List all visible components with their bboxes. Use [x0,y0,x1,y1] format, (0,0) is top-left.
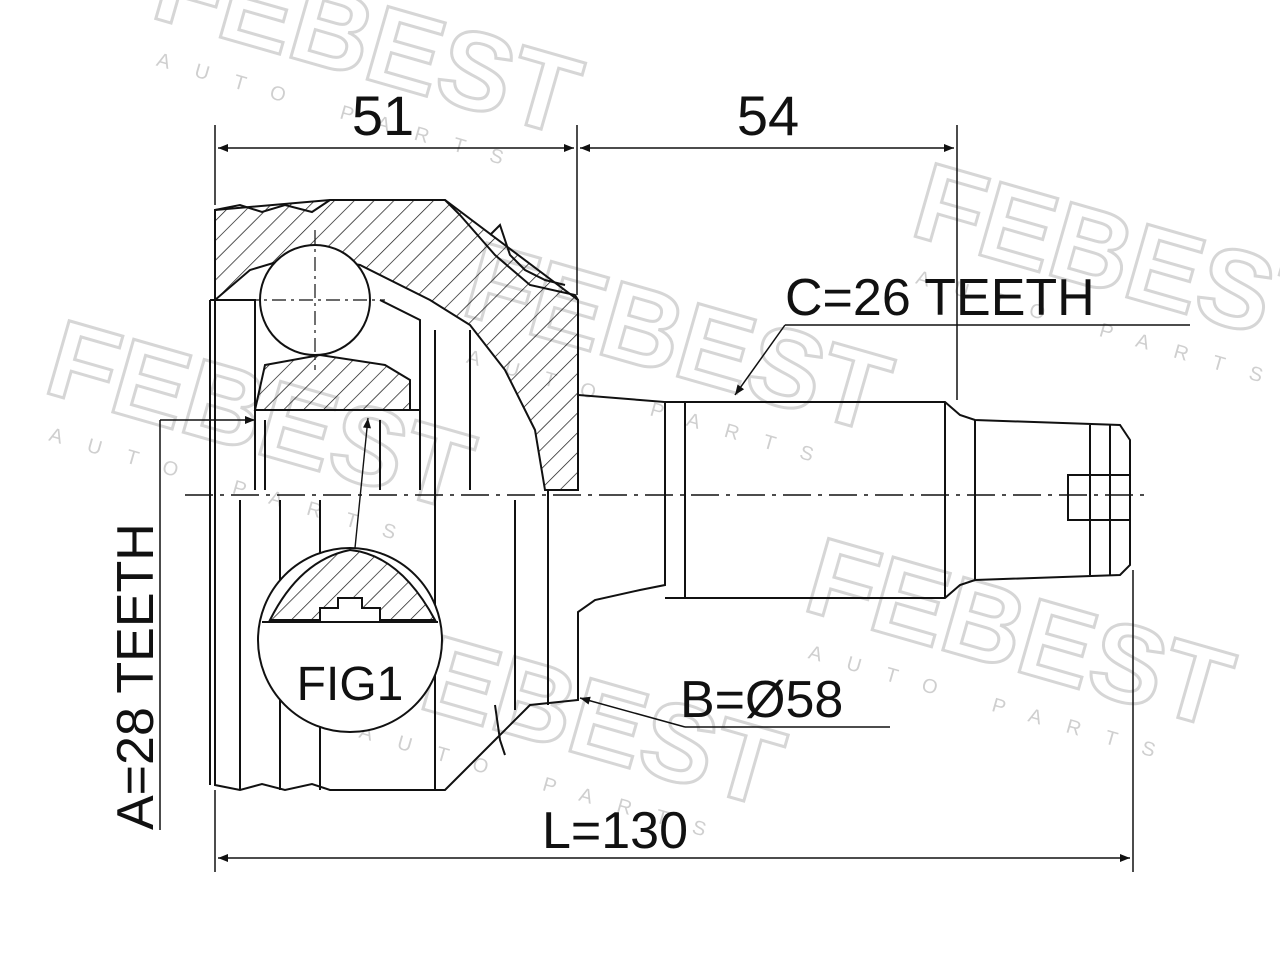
dimension-54-label: 54 [737,84,799,147]
spline-a-label: A=28 TEETH [107,523,165,830]
spline-a-leader [159,416,255,830]
spline-c-leader [734,324,1190,396]
dimension-54 [580,125,958,400]
dimension-51-label: 51 [352,84,414,147]
dimension-length [214,570,1134,872]
diameter-b-label: B=Ø58 [680,671,843,729]
dimension-length-label: L=130 [542,802,688,860]
fig1-detail [257,417,443,733]
dimension-51 [214,125,578,295]
watermark-brand: FEBEST [901,139,1280,377]
diameter-b-leader [579,696,890,728]
fig1-label: FIG1 [297,658,404,711]
spline-c-label: C=26 TEETH [785,269,1095,327]
joint-body [209,199,1131,792]
